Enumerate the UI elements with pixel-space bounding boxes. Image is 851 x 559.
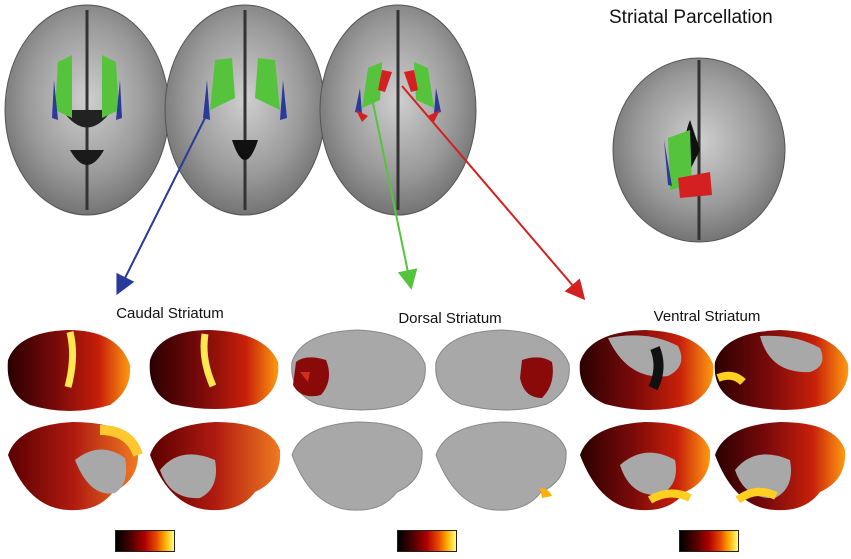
- arrow-caudal: [116, 117, 206, 296]
- coronal-slice: [612, 57, 786, 243]
- arrow-ventral: [401, 85, 586, 301]
- caudal-maps: [7, 330, 281, 511]
- axial-slice-2: [164, 4, 326, 216]
- caudal-colorbar: [115, 530, 175, 552]
- dorsal-colorbar: [397, 530, 457, 552]
- axial-slice-1: [4, 4, 170, 216]
- ventral-maps: [579, 330, 849, 511]
- ventral-striatum-label: Ventral Striatum: [653, 308, 761, 325]
- figure-title: Striatal Parcellation: [609, 7, 773, 28]
- axial-slice-3: [319, 4, 477, 216]
- caudal-striatum-label: Caudal Striatum: [116, 305, 224, 322]
- ventral-colorbar: [679, 530, 739, 552]
- dorsal-striatum-label: Dorsal Striatum: [398, 310, 502, 327]
- dorsal-maps: [291, 329, 570, 511]
- arrow-dorsal: [371, 97, 418, 290]
